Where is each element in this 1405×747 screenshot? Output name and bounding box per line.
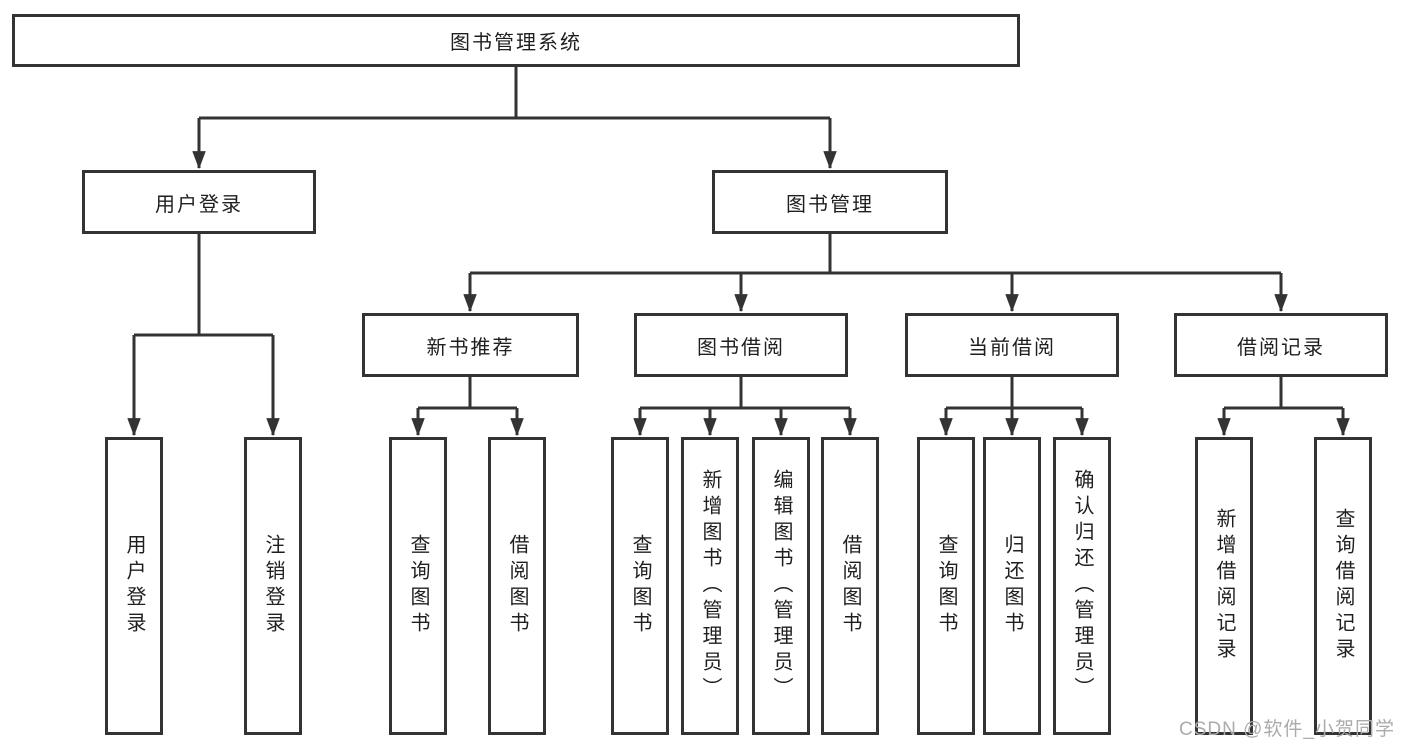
node-user-login-label: 用户登录 bbox=[155, 193, 243, 216]
node-book-borrow: 图书借阅 bbox=[634, 313, 848, 377]
node-library-management-system: 图书管理系统 bbox=[12, 14, 1020, 67]
leaf-current-confirm-return-admin: 确认归还（管理员） bbox=[1053, 437, 1111, 735]
leaf-record-add-label: 新增借阅记录 bbox=[1213, 508, 1235, 664]
leaf-borrow-edit-book-admin: 编辑图书（管理员） bbox=[752, 437, 810, 735]
node-new-book-recommend-label: 新书推荐 bbox=[426, 336, 515, 359]
leaf-logout-login: 注销登录 bbox=[244, 437, 302, 735]
leaf-borrow-add-book-admin-label: 新增图书（管理员） bbox=[699, 469, 721, 703]
leaf-borrow-edit-book-admin-label: 编辑图书（管理员） bbox=[770, 469, 792, 703]
node-new-book-recommend: 新书推荐 bbox=[362, 313, 579, 377]
csdn-watermark: CSDN @软件_小贺同学 bbox=[1179, 719, 1395, 740]
leaf-user-login: 用户登录 bbox=[105, 437, 163, 735]
leaf-borrow-borrow-book: 借阅图书 bbox=[821, 437, 879, 735]
node-user-login: 用户登录 bbox=[82, 170, 316, 234]
leaf-record-query: 查询借阅记录 bbox=[1314, 437, 1372, 735]
node-library-management-system-label: 图书管理系统 bbox=[450, 32, 582, 54]
leaf-logout-login-label: 注销登录 bbox=[262, 534, 284, 638]
leaf-borrow-query-book-label: 查询图书 bbox=[629, 534, 651, 638]
leaf-current-query-book: 查询图书 bbox=[917, 437, 975, 735]
leaf-borrow-query-book: 查询图书 bbox=[611, 437, 669, 735]
leaf-recommend-borrow-book-label: 借阅图书 bbox=[506, 534, 528, 638]
leaf-current-query-book-label: 查询图书 bbox=[935, 534, 957, 638]
leaf-current-return-book: 归还图书 bbox=[983, 437, 1041, 735]
node-book-management-label: 图书管理 bbox=[786, 193, 874, 216]
leaf-borrow-borrow-book-label: 借阅图书 bbox=[839, 534, 861, 638]
leaf-record-query-label: 查询借阅记录 bbox=[1332, 508, 1354, 664]
leaf-current-return-book-label: 归还图书 bbox=[1001, 534, 1023, 638]
node-current-borrow-label: 当前借阅 bbox=[968, 336, 1056, 359]
leaf-recommend-borrow-book: 借阅图书 bbox=[488, 437, 546, 735]
node-current-borrow: 当前借阅 bbox=[905, 313, 1119, 377]
leaf-recommend-query-book-label: 查询图书 bbox=[407, 534, 429, 638]
node-borrow-record: 借阅记录 bbox=[1174, 313, 1388, 377]
leaf-user-login-label: 用户登录 bbox=[123, 534, 145, 638]
leaf-record-add: 新增借阅记录 bbox=[1195, 437, 1253, 735]
node-book-management: 图书管理 bbox=[712, 170, 948, 234]
node-borrow-record-label: 借阅记录 bbox=[1237, 336, 1325, 359]
leaf-recommend-query-book: 查询图书 bbox=[389, 437, 447, 735]
leaf-borrow-add-book-admin: 新增图书（管理员） bbox=[681, 437, 739, 735]
node-book-borrow-label: 图书借阅 bbox=[697, 336, 785, 359]
leaf-current-confirm-return-admin-label: 确认归还（管理员） bbox=[1071, 469, 1093, 703]
